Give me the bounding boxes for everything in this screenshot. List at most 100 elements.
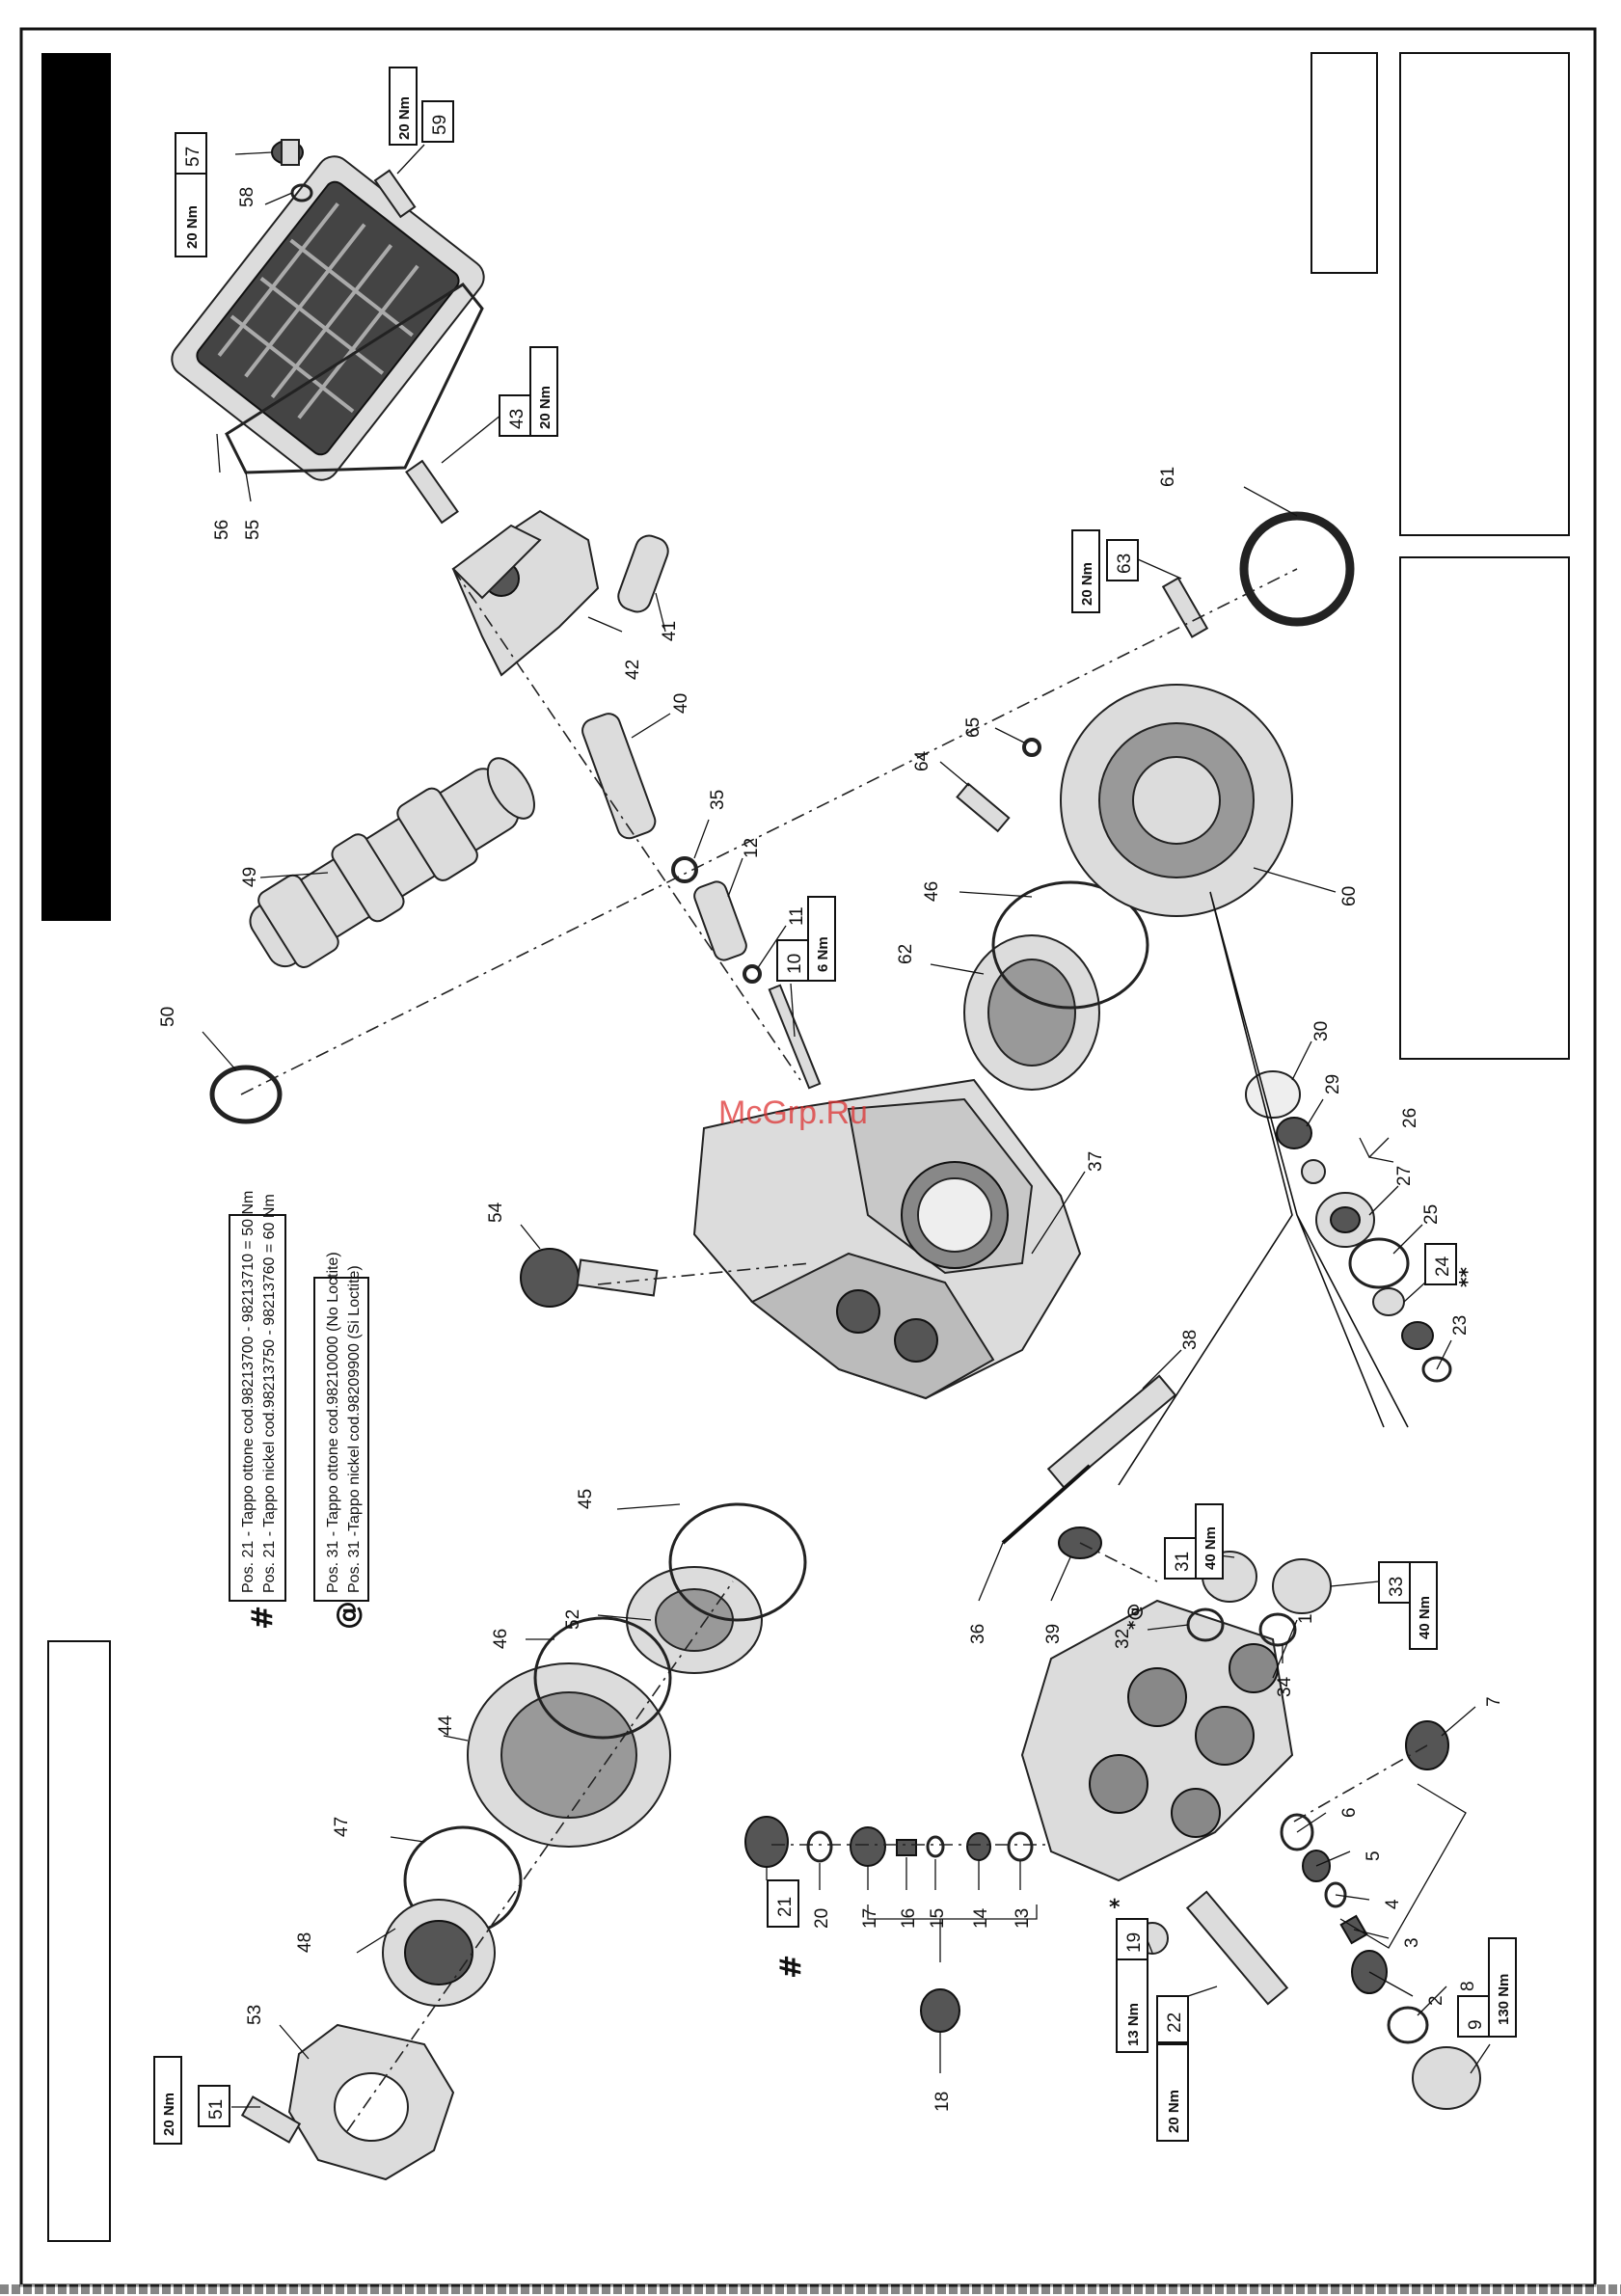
at-note-line2: Pos. 31 -Tappo nickel cod.98209900 (Si L… xyxy=(346,1265,363,1593)
label-1: 1 xyxy=(1272,1613,1316,1679)
svg-text:27: 27 xyxy=(1394,1166,1415,1186)
label-42: 42 xyxy=(587,616,643,680)
label-62: 62 xyxy=(896,944,985,975)
svg-text:20 Nm: 20 Nm xyxy=(1079,562,1095,606)
label-49: 49 xyxy=(240,867,329,887)
oring-8 xyxy=(1387,2006,1429,2044)
label-44: 44 xyxy=(436,1715,469,1742)
svg-text:22: 22 xyxy=(1165,2012,1185,2033)
svg-text:59: 59 xyxy=(430,115,450,135)
svg-text:44: 44 xyxy=(436,1715,456,1736)
label-31: 31 40 Nm *@ xyxy=(1124,1503,1235,1630)
oring-25 xyxy=(1348,1237,1410,1289)
label-59: 59 20 Nm xyxy=(389,67,454,175)
label-21: 21 # xyxy=(766,1867,808,1979)
svg-text:4: 4 xyxy=(1383,1899,1403,1909)
label-2: 2 xyxy=(1368,1971,1446,2006)
svg-text:13 Nm: 13 Nm xyxy=(1125,2003,1142,2046)
label-47: 47 xyxy=(332,1817,425,1843)
svg-text:20: 20 xyxy=(812,1908,832,1929)
label-53: 53 xyxy=(245,2005,310,2060)
svg-text:14: 14 xyxy=(971,1907,991,1929)
oring-13 xyxy=(1007,1831,1034,1862)
watermark: McGrp.Ru xyxy=(718,1094,868,1131)
svg-text:64: 64 xyxy=(912,750,932,771)
label-22: 22 20 Nm xyxy=(1156,1985,1218,2142)
svg-text:20 Nm: 20 Nm xyxy=(396,96,413,140)
svg-text:21: 21 xyxy=(775,1897,796,1917)
notes-block: # Pos. 21 - Tappo ottone cod.98213700 - … xyxy=(229,1191,369,1630)
screw-57 xyxy=(271,139,304,166)
svg-text:3: 3 xyxy=(1402,1937,1422,1948)
svg-text:34: 34 xyxy=(1275,1676,1295,1697)
svg-text:62: 62 xyxy=(896,944,916,964)
crankshaft-49 xyxy=(249,757,535,968)
svg-text:16: 16 xyxy=(899,1908,919,1929)
washer-34 xyxy=(1258,1612,1297,1647)
seat-4 xyxy=(1324,1881,1347,1908)
label-15: 15 xyxy=(928,1859,948,1929)
seat-15 xyxy=(926,1835,945,1858)
label-5: 5 xyxy=(1315,1850,1384,1867)
label-37: 37 xyxy=(1031,1151,1106,1255)
title-band xyxy=(41,53,111,921)
dipstick-54 xyxy=(520,1248,659,1308)
svg-text:**: ** xyxy=(1455,1267,1478,1287)
bracket-2-7 xyxy=(1339,1783,1467,1949)
screw-63 xyxy=(1161,577,1209,638)
empty-box-left xyxy=(47,1640,111,2242)
label-46-right: 46 xyxy=(922,881,1033,902)
label-39: 39 xyxy=(1043,1556,1071,1644)
footer-dash-strip xyxy=(0,2284,1621,2294)
label-60: 60 xyxy=(1253,867,1360,906)
svg-text:50: 50 xyxy=(158,1007,178,1027)
label-34: 34 xyxy=(1275,1644,1295,1697)
svg-text:24: 24 xyxy=(1433,1256,1453,1277)
label-48: 48 xyxy=(295,1928,396,1954)
svg-text:56: 56 xyxy=(212,520,232,540)
svg-text:7: 7 xyxy=(1484,1696,1504,1707)
svg-text:25: 25 xyxy=(1421,1204,1442,1225)
svg-text:33: 33 xyxy=(1387,1577,1407,1597)
label-19: * 19 13 Nm xyxy=(1109,1896,1153,2053)
svg-text:36: 36 xyxy=(968,1624,988,1644)
label-36: 36 xyxy=(968,1542,1004,1644)
svg-text:42: 42 xyxy=(623,660,643,680)
screw-64 xyxy=(956,782,1011,833)
svg-text:13: 13 xyxy=(1013,1908,1033,1929)
gasket-55 xyxy=(225,283,484,474)
svg-text:20 Nm: 20 Nm xyxy=(1166,2090,1182,2133)
svg-text:#: # xyxy=(774,1955,808,1979)
ring-14 xyxy=(966,1832,991,1861)
svg-text:48: 48 xyxy=(295,1932,315,1953)
empty-box-top-small xyxy=(1310,52,1378,274)
svg-text:19: 19 xyxy=(1124,1932,1145,1953)
svg-text:12: 12 xyxy=(742,838,762,858)
svg-text:51: 51 xyxy=(206,2099,227,2120)
screw-43 xyxy=(405,459,459,525)
svg-text:43: 43 xyxy=(507,409,527,429)
label-25: 25 xyxy=(1392,1204,1442,1255)
snap-ring-45 xyxy=(668,1502,807,1622)
label-20: 20 xyxy=(812,1863,832,1929)
hash-note-line1: Pos. 21 - Tappo ottone cod.98213700 - 98… xyxy=(240,1191,257,1593)
svg-text:30: 30 xyxy=(1311,1021,1332,1041)
screw-51 xyxy=(240,2095,302,2144)
piston-40 xyxy=(581,713,657,840)
svg-text:15: 15 xyxy=(928,1908,948,1929)
flange-44 xyxy=(467,1662,671,1848)
label-11: 11 xyxy=(756,906,807,970)
oring-20 xyxy=(806,1830,833,1863)
svg-text:130 Nm: 130 Nm xyxy=(1496,1974,1512,2025)
oring-11 xyxy=(743,964,762,984)
hash-note-line2: Pos. 21 - Tappo nickel cod.98213750 - 98… xyxy=(261,1194,278,1593)
oring-6 xyxy=(1280,1813,1314,1851)
label-9: 9 130 Nm xyxy=(1457,1937,1517,2074)
svg-text:55: 55 xyxy=(243,520,263,540)
at-symbol: @ xyxy=(331,1601,365,1630)
label-10: 10 6 Nm xyxy=(776,896,836,1038)
washer-30 xyxy=(1245,1070,1301,1119)
svg-text:37: 37 xyxy=(1086,1151,1106,1172)
svg-text:32: 32 xyxy=(1113,1629,1133,1649)
